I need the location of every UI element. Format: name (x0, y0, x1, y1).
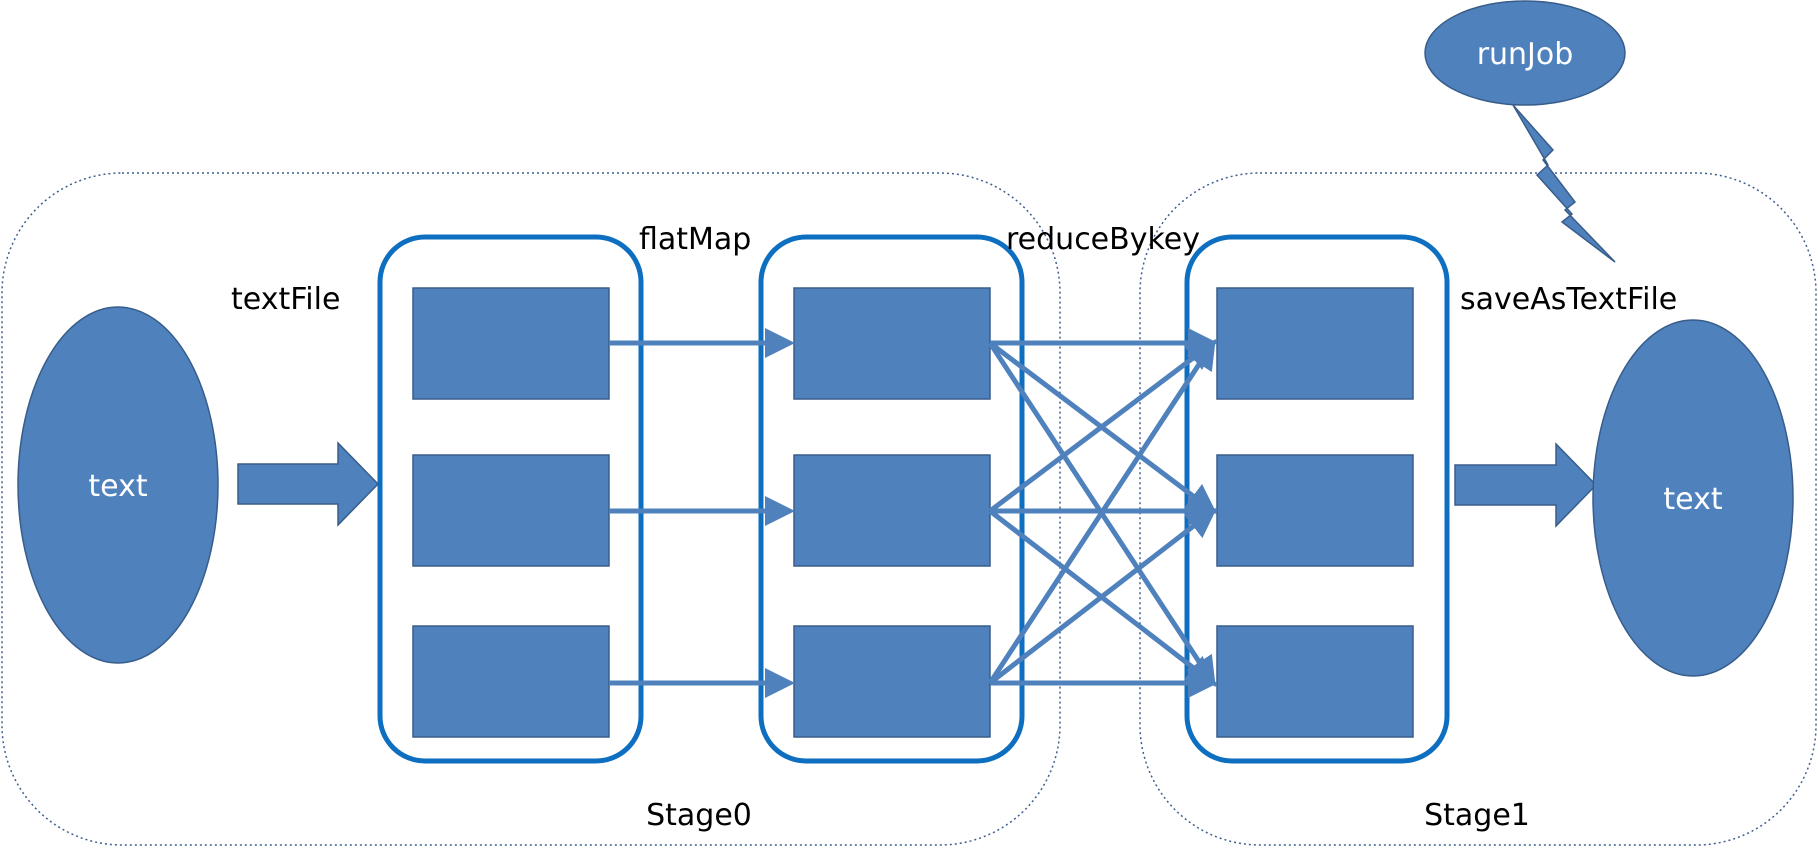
saveastextfile-label: saveAsTextFile (1460, 282, 1677, 317)
flatmap-arrows (609, 328, 795, 698)
partition-1-2 (412, 454, 610, 567)
shuffle-arrow-3-2 (988, 507, 1217, 685)
textfile-label: textFile (231, 282, 340, 317)
stage1-label: Stage1 (1424, 798, 1530, 833)
rdd-container-1 (377, 234, 644, 764)
partition-2-3 (793, 625, 991, 738)
textfile-block-arrow (237, 441, 380, 527)
input-text-node (17, 306, 219, 664)
partition-1-3 (412, 625, 610, 738)
runjob-label: runJob (1477, 37, 1574, 72)
partition-3-3 (1216, 625, 1414, 738)
runjob-node (1424, 0, 1626, 106)
reducebykey-label: reduceBykey (1006, 222, 1200, 257)
rdd-container-2 (758, 234, 1025, 764)
partition-3-1 (1216, 287, 1414, 400)
shuffle-arrow-3-1 (987, 338, 1216, 685)
shuffle-arrow-2-1 (988, 339, 1217, 513)
shuffle-arrows (987, 328, 1218, 698)
partition-1-1 (412, 287, 610, 400)
partition-3-2 (1216, 454, 1414, 567)
output-text-node (1592, 319, 1794, 677)
stage0-boundary (1, 172, 1061, 846)
lightning-bolt-icon (1512, 104, 1616, 263)
stage0-label: Stage0 (646, 798, 752, 833)
partition-2-2 (793, 454, 991, 567)
save-block-arrow (1454, 442, 1598, 528)
partition-2-1 (793, 287, 991, 400)
output-text-label: text (1663, 482, 1722, 517)
input-text-label: text (88, 469, 147, 504)
flatmap-label: flatMap (639, 222, 751, 257)
